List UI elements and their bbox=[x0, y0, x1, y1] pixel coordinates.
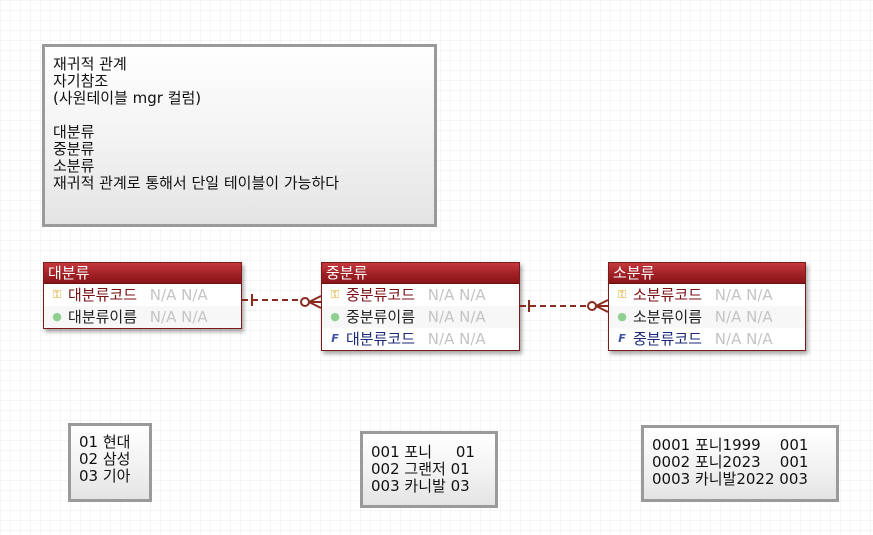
entity-small-category[interactable]: 소분류 ⚿ 소분류코드 N/A N/A ● 소분류이름 N/A N/A F 중분… bbox=[608, 262, 806, 351]
column-name: 중분류코드 bbox=[633, 330, 703, 348]
sample-data-small[interactable]: 0001 포니1999 001 0002 포니2023 001 0003 카니발… bbox=[641, 425, 839, 502]
entity-row[interactable]: ⚿ 소분류코드 N/A N/A bbox=[609, 284, 805, 306]
column-name: 중분류코드 bbox=[346, 286, 416, 304]
column-type: N/A N/A bbox=[714, 330, 773, 348]
foreign-key-icon: F bbox=[331, 332, 339, 345]
column-type: N/A N/A bbox=[427, 286, 486, 304]
column-name: 소분류코드 bbox=[633, 286, 703, 304]
entity-row[interactable]: ● 소분류이름 N/A N/A bbox=[609, 306, 805, 328]
entity-row[interactable]: F 대분류코드 N/A N/A bbox=[322, 328, 519, 350]
memo-note[interactable]: 재귀적 관계 자기참조 (사원테이블 mgr 컬럼) 대분류 중분류 소분류 재… bbox=[42, 44, 437, 227]
entity-title: 대분류 bbox=[44, 263, 241, 284]
relationship-medium-to-small[interactable] bbox=[520, 299, 609, 313]
column-name: 대분류코드 bbox=[346, 330, 416, 348]
column-name: 대분류코드 bbox=[68, 286, 138, 304]
relationship-large-to-medium[interactable] bbox=[242, 294, 322, 309]
foreign-key-icon: F bbox=[618, 332, 626, 345]
column-type: N/A N/A bbox=[427, 330, 486, 348]
column-type: N/A N/A bbox=[714, 308, 773, 326]
key-icon: ⚿ bbox=[52, 288, 62, 301]
entity-row[interactable]: ● 대분류이름 N/A N/A bbox=[44, 306, 241, 328]
entity-title: 중분류 bbox=[322, 263, 519, 284]
column-name: 중분류이름 bbox=[346, 308, 416, 326]
entity-row[interactable]: ● 중분류이름 N/A N/A bbox=[322, 306, 519, 328]
column-name: 소분류이름 bbox=[633, 308, 703, 326]
column-name: 대분류이름 bbox=[68, 308, 138, 326]
column-type: N/A N/A bbox=[714, 286, 773, 304]
attribute-dot-icon: ● bbox=[330, 310, 340, 323]
entity-row[interactable]: F 중분류코드 N/A N/A bbox=[609, 328, 805, 350]
attribute-dot-icon: ● bbox=[617, 310, 627, 323]
column-type: N/A N/A bbox=[149, 286, 208, 304]
entity-title: 소분류 bbox=[609, 263, 805, 284]
entity-large-category[interactable]: 대분류 ⚿ 대분류코드 N/A N/A ● 대분류이름 N/A N/A bbox=[43, 262, 242, 329]
entity-medium-category[interactable]: 중분류 ⚿ 중분류코드 N/A N/A ● 중분류이름 N/A N/A F 대분… bbox=[321, 262, 520, 351]
attribute-dot-icon: ● bbox=[52, 310, 62, 323]
key-icon: ⚿ bbox=[330, 288, 340, 301]
entity-row[interactable]: ⚿ 대분류코드 N/A N/A bbox=[44, 284, 241, 306]
key-icon: ⚿ bbox=[617, 288, 627, 301]
column-type: N/A N/A bbox=[149, 308, 208, 326]
sample-data-large[interactable]: 01 현대 02 삼성 03 기아 bbox=[68, 423, 152, 502]
sample-data-medium[interactable]: 001 포니 01 002 그랜저 01 003 카니발 03 bbox=[360, 431, 498, 508]
entity-row[interactable]: ⚿ 중분류코드 N/A N/A bbox=[322, 284, 519, 306]
column-type: N/A N/A bbox=[427, 308, 486, 326]
